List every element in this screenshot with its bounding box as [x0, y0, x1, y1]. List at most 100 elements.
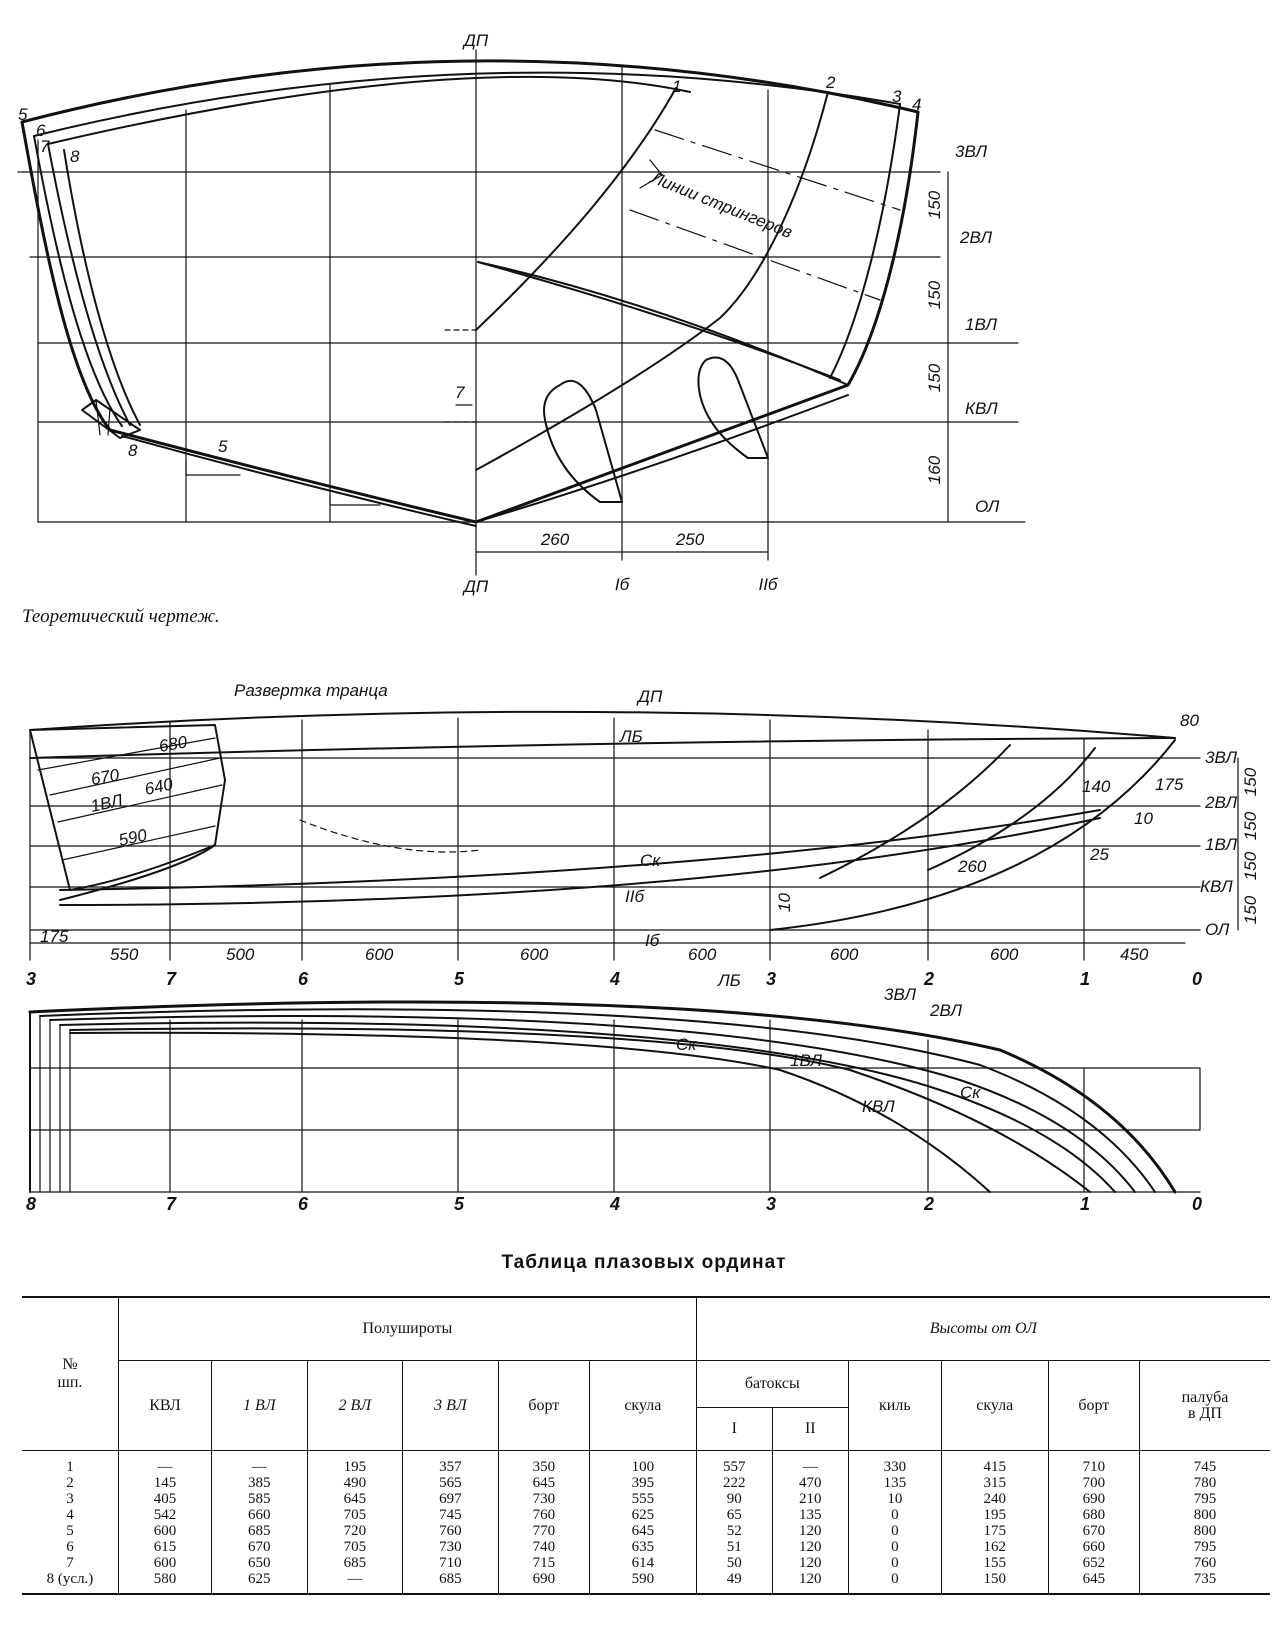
dim-150: 150	[925, 363, 944, 392]
table-cell: 555	[631, 1491, 655, 1507]
dim-25: 25	[1089, 845, 1109, 864]
header-half-breadths: Полушироты	[118, 1297, 697, 1361]
station-label: 1	[672, 77, 681, 96]
label-3vl: 3ВЛ	[1205, 748, 1237, 767]
table-cell: 100	[631, 1459, 655, 1475]
station-number: 5	[454, 1194, 465, 1214]
station-number: 3	[26, 969, 36, 989]
plan-3vl-line	[39, 1008, 1156, 1193]
station-number: 1	[1080, 1194, 1090, 1214]
table-cell: 395	[631, 1475, 655, 1491]
table-cell: 600	[153, 1555, 177, 1571]
table-cell: 760	[439, 1523, 462, 1539]
table-cell: 6	[66, 1539, 74, 1555]
table-cell: 5	[66, 1523, 74, 1539]
station-curve	[927, 747, 1096, 871]
label-b1: Iб	[645, 931, 661, 950]
table-cell: 120	[799, 1539, 822, 1555]
table-cell: 120	[799, 1523, 822, 1539]
table-cell: 542	[153, 1507, 177, 1523]
label-stringers: Линии стрингеров	[648, 168, 795, 242]
table-cell: 565	[439, 1475, 462, 1491]
header-col-deck: палуба в ДП	[1138, 1360, 1270, 1451]
dim-10: 10	[1134, 809, 1153, 828]
station-number: 8	[26, 1194, 36, 1214]
table-cell: 660	[1082, 1539, 1106, 1555]
table-cell: 625	[248, 1571, 271, 1587]
header-col-kil: киль	[847, 1360, 942, 1451]
label-lb: ЛБ	[619, 727, 643, 746]
side-line-lb	[29, 737, 1176, 759]
body-plan: ДП ДП 3ВЛ 2ВЛ 1ВЛ КВЛ ОЛ Iб IIб Линии ст…	[17, 31, 1026, 627]
station-number: 2	[923, 1194, 934, 1214]
table-cell: 645	[532, 1475, 556, 1491]
spacing-label: 600	[830, 945, 859, 964]
table-cell: 670	[248, 1539, 271, 1555]
label-sk: Ск	[640, 851, 661, 870]
spacing-label: 600	[520, 945, 549, 964]
station-label: 6	[36, 121, 46, 140]
table-cell: 690	[532, 1571, 556, 1587]
label-1vl-transom: 1ВЛ	[89, 791, 125, 816]
table-cell: 7	[66, 1555, 74, 1571]
header-col-3vl: 3 ВЛ	[402, 1360, 499, 1451]
table-cell: 52	[726, 1523, 742, 1539]
table-cell: 0	[891, 1507, 899, 1523]
station-1-section	[475, 87, 677, 331]
label-ol: ОЛ	[1205, 920, 1230, 939]
plan-1vl-line	[69, 1027, 1091, 1193]
table-cell: 145	[153, 1475, 177, 1491]
table-cell: 735	[1193, 1571, 1217, 1587]
table-cell: 49	[726, 1571, 742, 1587]
station-label: 8	[128, 441, 138, 460]
station-number: 4	[609, 969, 620, 989]
dim-80: 80	[1180, 711, 1199, 730]
label-dp-bottom: ДП	[462, 577, 489, 596]
station-4-section	[829, 103, 901, 379]
header-col-skula-h: скула	[940, 1360, 1049, 1451]
table-cell: 745	[1193, 1459, 1217, 1475]
transom-dim-line	[57, 784, 223, 823]
buttock-2-line	[59, 817, 1101, 906]
station-number: 0	[1192, 1194, 1202, 1214]
station-number: 7	[166, 1194, 177, 1214]
table-cell: 0	[891, 1571, 899, 1587]
label-kvl: КВЛ	[965, 399, 998, 418]
header-col-1vl: 1 ВЛ	[210, 1360, 308, 1451]
table-cell: 240	[983, 1491, 1007, 1507]
table-cell: 405	[153, 1491, 177, 1507]
spacing-label: 600	[688, 945, 717, 964]
header-col-kvl: КВЛ	[118, 1360, 212, 1451]
table-cell: 635	[631, 1539, 655, 1555]
deck-line	[20, 59, 920, 124]
table-cell: 590	[631, 1571, 655, 1587]
label-sk-left: Ск	[676, 1035, 697, 1054]
plan-view: ЛБ 3ВЛ 2ВЛ 1ВЛ Ск Ск КВЛ 8 7 6 5 4 3 2 1…	[26, 971, 1202, 1214]
plan-2vl-line	[49, 1015, 1136, 1193]
keel-line	[769, 739, 1176, 931]
chine-box	[107, 407, 111, 436]
table-cell: 650	[248, 1555, 271, 1571]
stringer-line	[654, 129, 901, 211]
dim-150: 150	[1241, 851, 1260, 880]
table-cell: 652	[1082, 1555, 1106, 1571]
table-cell: 685	[343, 1555, 367, 1571]
table-cell: 760	[532, 1507, 556, 1523]
chine-line-sk	[59, 809, 1101, 891]
dim-160: 160	[925, 455, 944, 484]
header-heights: Высоты от ОЛ	[695, 1297, 1270, 1361]
plan-lb-line	[28, 1000, 1177, 1194]
table-cell: 585	[248, 1491, 271, 1507]
profile-view: Развертка транца ДП ЛБ Ск IIб Iб 1ВЛ 3ВЛ…	[26, 681, 1260, 989]
label-2vl: 2ВЛ	[959, 228, 992, 247]
table-cell: 357	[439, 1459, 462, 1475]
header-col-skula: скула	[588, 1360, 697, 1451]
header-col-buttock-1: I	[695, 1407, 773, 1451]
table-cell: 730	[439, 1539, 462, 1555]
station-number: 2	[923, 969, 934, 989]
table-cell: —	[347, 1571, 363, 1587]
